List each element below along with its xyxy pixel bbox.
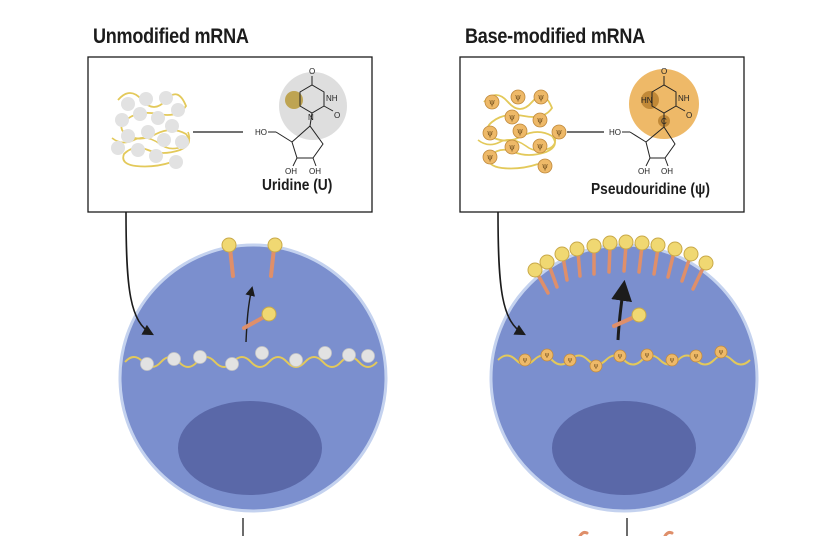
left-mrna-strand <box>124 356 378 368</box>
right-nucleus <box>552 401 696 495</box>
right-strand-nucleotides: ψ ψ ψ ψ ψ ψ ψ ψ ψ <box>518 345 728 373</box>
pseudouridine-hn: HN <box>641 96 653 105</box>
svg-text:ψ: ψ <box>618 353 623 360</box>
pseudouridine-nh: NH <box>678 94 690 103</box>
svg-text:ψ: ψ <box>509 143 515 152</box>
pseudouridine-caption: Pseudouridine (ψ) <box>591 181 710 198</box>
svg-text:ψ: ψ <box>509 113 515 122</box>
svg-text:ψ: ψ <box>719 349 724 356</box>
pseudouridine-o-right: O <box>686 111 692 120</box>
svg-text:ψ: ψ <box>523 357 528 364</box>
uridine-o-right: O <box>334 111 340 120</box>
svg-text:ψ: ψ <box>594 363 599 370</box>
svg-text:ψ: ψ <box>545 352 550 359</box>
svg-text:ψ: ψ <box>537 142 543 151</box>
right-panel-heading: Base-modified mRNA <box>465 25 645 48</box>
pseudouridine-structure: O NH HN C O HO OH OH <box>609 67 699 176</box>
uridine-ho: HO <box>255 128 267 137</box>
svg-text:ψ: ψ <box>487 129 493 138</box>
right-folded-mrna: ψ ψ ψ ψ ψ ψ ψ ψ ψ ψ ψ ψ <box>477 89 567 174</box>
svg-text:ψ: ψ <box>694 353 699 360</box>
left-strand-nucleotides <box>140 346 375 371</box>
left-surface-receptors <box>221 237 283 278</box>
svg-text:ψ: ψ <box>537 116 543 125</box>
uridine-n: N <box>308 113 314 122</box>
uridine-nh: NH <box>326 94 338 103</box>
svg-text:ψ: ψ <box>538 93 544 102</box>
uridine-oh-2: OH <box>309 167 321 176</box>
left-panel: O NH N O HO OH OH <box>87 56 388 536</box>
pseudouridine-c: C <box>661 117 667 126</box>
svg-text:ψ: ψ <box>489 98 495 107</box>
pseudouridine-o-top: O <box>661 67 667 76</box>
pseudouridine-ho: HO <box>609 128 621 137</box>
svg-text:ψ: ψ <box>517 127 523 136</box>
svg-text:ψ: ψ <box>556 128 562 137</box>
pseudouridine-oh-1: OH <box>638 167 650 176</box>
svg-text:ψ: ψ <box>487 153 493 162</box>
uridine-o-top: O <box>309 67 315 76</box>
svg-text:ψ: ψ <box>515 93 521 102</box>
right-delivery-arrow <box>497 211 526 336</box>
svg-text:ψ: ψ <box>542 162 548 171</box>
left-translation-arrow <box>245 286 255 343</box>
uridine-caption: Uridine (U) <box>262 177 333 194</box>
svg-text:ψ: ψ <box>670 357 675 364</box>
pseudouridine-oh-2: OH <box>661 167 673 176</box>
right-nascent-protein <box>612 307 647 328</box>
svg-text:ψ: ψ <box>568 357 573 364</box>
uridine-structure: O NH N O HO OH OH <box>255 67 347 176</box>
left-nucleus <box>178 401 322 495</box>
right-bottom-receptor-stubs <box>578 530 674 536</box>
left-delivery-arrow <box>125 211 154 336</box>
svg-text:ψ: ψ <box>645 352 650 359</box>
uridine-oh-1: OH <box>285 167 297 176</box>
right-translation-arrow <box>611 279 633 341</box>
right-panel: ψ ψ ψ ψ ψ ψ ψ ψ ψ ψ ψ ψ ψ ψ <box>459 56 759 536</box>
right-surface-receptors <box>527 234 714 295</box>
left-folded-mrna <box>111 91 191 169</box>
left-panel-heading: Unmodified mRNA <box>93 25 249 48</box>
right-structure-box <box>459 56 745 213</box>
left-nascent-protein <box>242 306 277 330</box>
